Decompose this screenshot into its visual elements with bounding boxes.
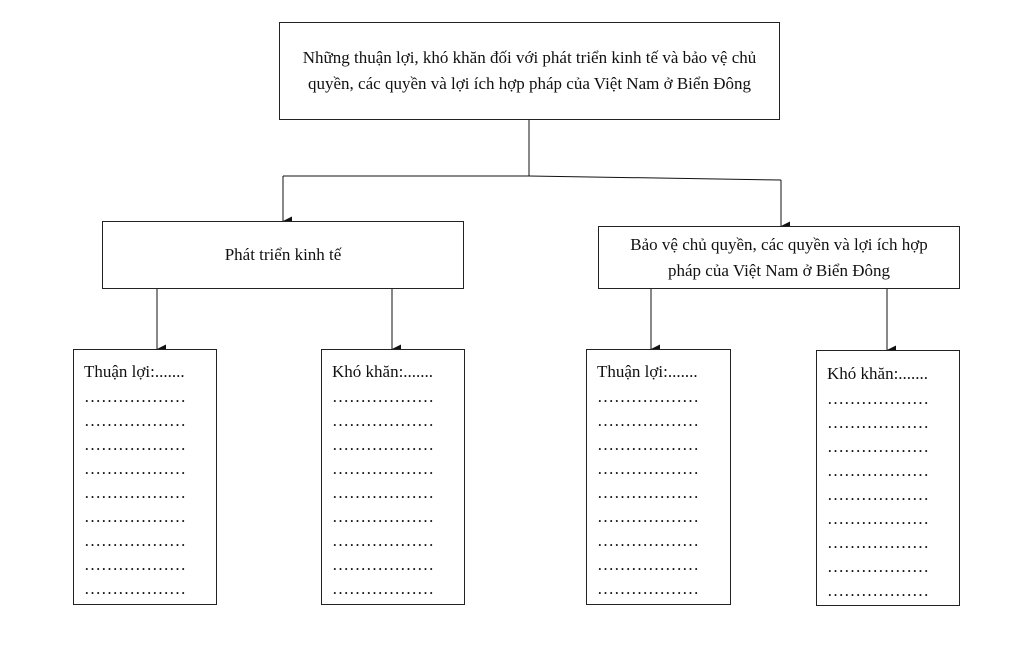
leaf-label: Thuận lợi:.......	[597, 362, 698, 381]
dotted-line: ………………	[827, 389, 929, 408]
root-text: Những thuận lợi, khó khăn đối với phát t…	[302, 48, 757, 93]
dotted-line: ………………	[597, 483, 699, 502]
dotted-line: ………………	[597, 459, 699, 478]
leaf-label: Khó khăn:.......	[827, 364, 929, 383]
leaf-box-sovereignty-difficulties: Khó khăn:....... ……………… ……………… ……………… ………	[816, 350, 960, 606]
dotted-line: ………………	[332, 411, 434, 430]
dotted-line: ………………	[332, 459, 434, 478]
dotted-line: ………………	[827, 533, 929, 552]
dotted-line: ………………	[597, 411, 699, 430]
leaf-box-economic-difficulties: Khó khăn:....... ……………… ……………… ……………… ………	[321, 349, 465, 605]
branch-box-sovereignty: Bảo vệ chủ quyền, các quyền và lợi ích h…	[598, 226, 960, 289]
dotted-lines: ……………… ……………… ……………… ……………… ……………… ………………	[84, 385, 216, 601]
leaf-label: Thuận lợi:.......	[84, 362, 185, 381]
leaf-label: Khó khăn:.......	[332, 362, 434, 381]
dotted-line: ………………	[597, 555, 699, 574]
dotted-line: ………………	[84, 435, 186, 454]
dotted-line: ………………	[827, 485, 929, 504]
dotted-line: ………………	[827, 413, 929, 432]
dotted-line: ………………	[332, 387, 434, 406]
root-box: Những thuận lợi, khó khăn đối với phát t…	[279, 22, 780, 120]
dotted-line: ………………	[332, 435, 434, 454]
dotted-line: ………………	[332, 507, 434, 526]
dotted-line: ………………	[827, 437, 929, 456]
dotted-line: ………………	[827, 557, 929, 576]
dotted-line: ………………	[84, 555, 186, 574]
bus-line-right	[528, 175, 782, 181]
dotted-lines: ……………… ……………… ……………… ……………… ……………… ………………	[827, 387, 959, 603]
dotted-line: ………………	[84, 579, 186, 598]
dotted-line: ………………	[597, 507, 699, 526]
dotted-line: ………………	[332, 579, 434, 598]
dotted-line: ………………	[84, 387, 186, 406]
branch-title-sovereignty: Bảo vệ chủ quyền, các quyền và lợi ích h…	[630, 234, 928, 280]
dotted-line: ………………	[332, 483, 434, 502]
dotted-line: ………………	[597, 579, 699, 598]
dotted-line: ………………	[827, 581, 929, 600]
dotted-line: ………………	[84, 507, 186, 526]
dotted-line: ………………	[84, 483, 186, 502]
dotted-line: ………………	[332, 531, 434, 550]
dotted-lines: ……………… ……………… ……………… ……………… ……………… ………………	[332, 385, 464, 601]
dotted-line: ………………	[84, 411, 186, 430]
dotted-line: ………………	[332, 555, 434, 574]
dotted-line: ………………	[827, 509, 929, 528]
dotted-line: ………………	[827, 461, 929, 480]
dotted-line: ………………	[597, 531, 699, 550]
branch-box-economic: Phát triển kinh tế	[102, 221, 464, 289]
dotted-line: ………………	[84, 531, 186, 550]
branch-title-economic: Phát triển kinh tế	[224, 245, 342, 264]
leaf-box-economic-advantages: Thuận lợi:....... ……………… ……………… ……………… ……	[73, 349, 217, 605]
dotted-line: ………………	[84, 459, 186, 478]
dotted-line: ………………	[597, 435, 699, 454]
dotted-lines: ……………… ……………… ……………… ……………… ……………… ………………	[597, 385, 730, 601]
dotted-line: ………………	[597, 387, 699, 406]
leaf-box-sovereignty-advantages: Thuận lợi:....... ……………… ……………… ……………… ……	[586, 349, 731, 605]
